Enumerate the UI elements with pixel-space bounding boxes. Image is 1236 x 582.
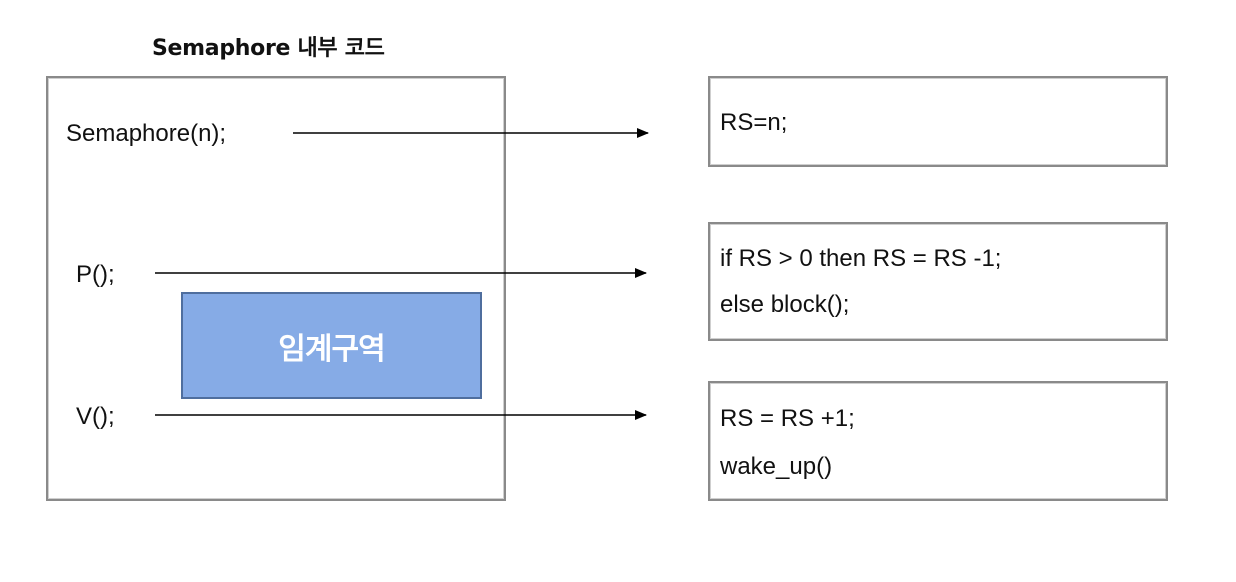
p-code-line: else block(); <box>720 291 850 318</box>
v-code-box <box>708 381 1168 501</box>
p-code-line: if RS > 0 then RS = RS -1; <box>720 245 1002 272</box>
p-code-box <box>708 222 1168 341</box>
critical-section-label: 임계구역 <box>278 331 385 367</box>
semaphore-code-box <box>708 76 1168 167</box>
p-operation-call: P(); <box>76 261 115 288</box>
semaphore-internal-box <box>46 76 506 501</box>
diagram-title: Semaphore 내부 코드 <box>152 36 385 61</box>
v-code-line: wake_up() <box>720 453 833 480</box>
v-code-line: RS = RS +1; <box>720 405 855 432</box>
semaphore-code-line: RS=n; <box>720 109 788 136</box>
semaphore-constructor-call: Semaphore(n); <box>66 120 227 147</box>
v-operation-call: V(); <box>76 403 115 430</box>
critical-section-block: 임계구역 <box>181 292 482 399</box>
